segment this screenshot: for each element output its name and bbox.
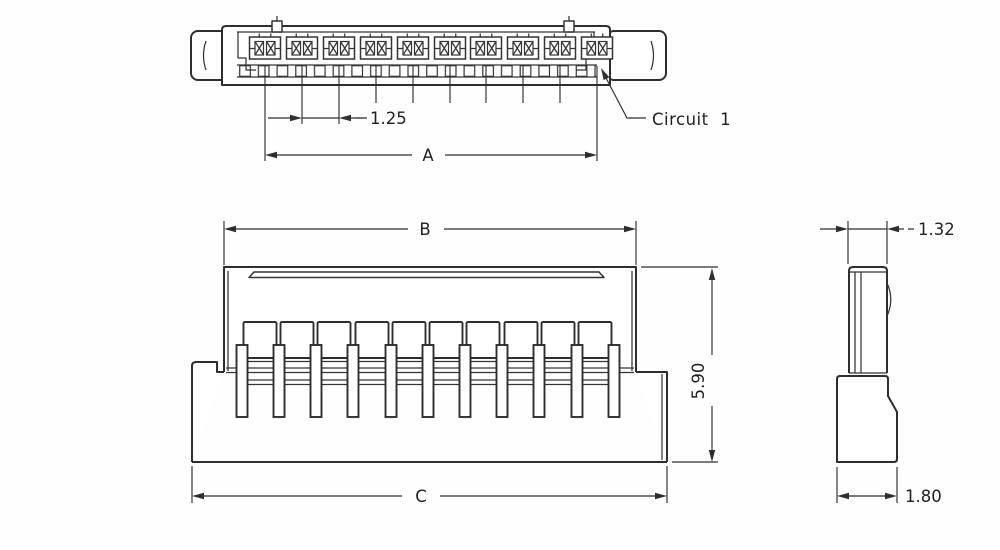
span-dim-label: A — [422, 146, 434, 165]
pitch-dim-label: 1.25 — [370, 109, 407, 128]
side-base-width-label: 1.80 — [905, 487, 942, 506]
height-dim-label: 5.90 — [689, 363, 708, 400]
pitch-dimension: 1.25 — [268, 109, 407, 128]
side-latch-bump — [886, 282, 892, 317]
housing-slot — [248, 271, 605, 279]
circuit1-label: Circuit 1 — [652, 110, 731, 129]
right-wing — [606, 30, 667, 81]
b-dimension: B — [223, 220, 637, 265]
top-extension-lines — [264, 66, 598, 161]
side-base-width-dimension: 1.80 — [836, 467, 942, 506]
serration-strip — [239, 65, 596, 77]
b-dim-label: B — [419, 220, 430, 239]
side-upper-width-label: 1.32 — [918, 220, 955, 239]
front-base — [191, 361, 668, 463]
polarity-tab-left — [271, 20, 283, 33]
circuit1-callout: Circuit 1 — [601, 68, 731, 129]
c-dim-label: C — [415, 487, 427, 506]
c-dimension: C — [191, 466, 668, 506]
side-view: 1.32 1.80 — [820, 220, 955, 506]
side-base-profile — [836, 375, 898, 463]
side-upper-profile — [848, 266, 888, 373]
front-view: B C 5.90 — [191, 220, 718, 506]
polarity-tab-right — [563, 20, 575, 33]
span-dimension: A — [265, 146, 597, 165]
height-dimension: 5.90 — [641, 266, 718, 463]
top-view: 1.25 A Circuit 1 — [190, 16, 731, 165]
side-upper-width-dimension: 1.32 — [820, 220, 955, 264]
